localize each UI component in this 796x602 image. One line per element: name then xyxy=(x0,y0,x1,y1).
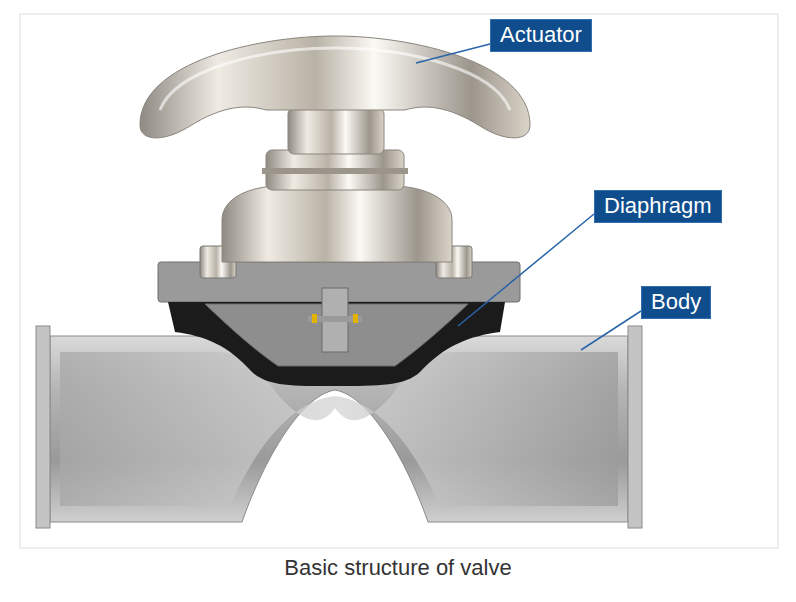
part-name: Diaphragm xyxy=(604,193,712,219)
part-name: Actuator xyxy=(500,22,582,48)
part-name: Body xyxy=(651,289,701,315)
figure-caption: Basic structure of valve xyxy=(0,554,796,582)
handwheel xyxy=(140,36,530,138)
leader-line xyxy=(416,44,490,63)
callout-box: Actuator xyxy=(490,19,592,52)
pin-end xyxy=(353,314,358,323)
right-flange xyxy=(628,326,642,528)
picture-frame xyxy=(20,14,778,548)
hub xyxy=(288,108,384,154)
bonnet xyxy=(222,186,452,262)
leader-line xyxy=(458,214,594,326)
leader-line xyxy=(581,311,641,350)
pin-end xyxy=(312,314,317,323)
callout-box: Diaphragm xyxy=(594,190,722,223)
highlight xyxy=(160,48,510,110)
callout-box: Body xyxy=(641,286,711,319)
neck-ring xyxy=(262,168,408,174)
left-flange xyxy=(36,326,50,528)
